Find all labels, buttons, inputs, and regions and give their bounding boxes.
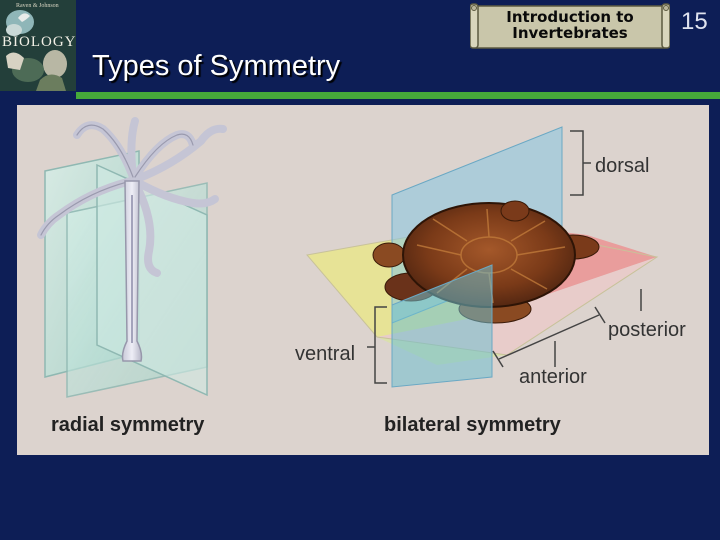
ventral-label: ventral [295,343,356,365]
title-divider [76,92,720,99]
anterior-label: anterior [519,366,587,388]
dorsal-label: dorsal [595,155,650,177]
bilateral-symmetry-caption: bilateral symmetry [384,414,561,436]
cover-author: Raven & Johnson [16,3,59,9]
turtle-illustration [306,126,659,388]
scroll-icon [470,3,670,49]
book-cover-image: Raven & Johnson BIOLOGY [0,0,76,91]
symmetry-figure: dorsal ventral posterior anterior radial… [17,105,709,455]
topic-banner-text: Introduction to Invertebrates [506,8,634,42]
slide-title: Types of Symmetry [92,50,341,82]
radial-symmetry-caption: radial symmetry [51,414,205,436]
topic-banner: Introduction to Invertebrates [470,2,670,50]
slide-number: 15 [681,8,708,35]
hydra-illustration [37,117,227,398]
symmetry-illustration [37,117,659,398]
posterior-label: posterior [608,319,686,341]
cover-title: BIOLOGY [2,34,76,50]
